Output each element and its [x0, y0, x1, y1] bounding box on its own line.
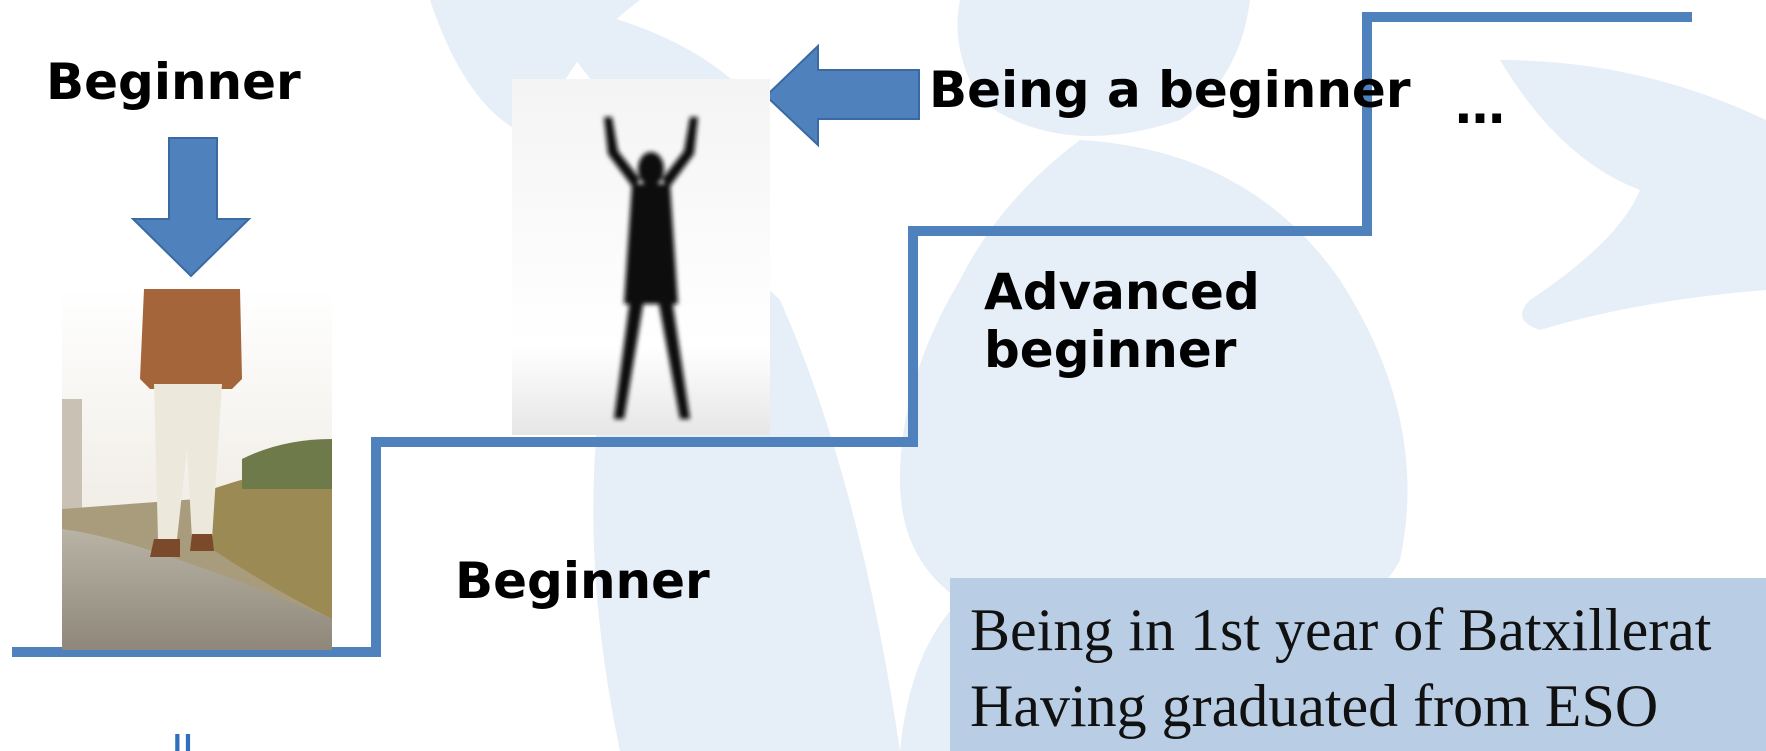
status-textbox: Being in 1st year of Batxillerat Having … [950, 578, 1766, 751]
cut-off-text: ll [172, 730, 200, 751]
advanced-line2: beginner [984, 320, 1237, 379]
top-left-beginner-label: Beginner [46, 53, 301, 111]
arrow-down-icon [130, 137, 252, 278]
arrow-left-icon [764, 43, 920, 148]
being-a-beginner-label: Being a beginner [929, 61, 1411, 119]
advanced-beginner-label: Advanced beginner [984, 263, 1260, 379]
ellipsis-label: … [1455, 77, 1505, 135]
advanced-line1: Advanced [984, 263, 1260, 321]
staircase-line [12, 12, 1692, 657]
walking-person-photo [62, 289, 332, 650]
bottom-step-beginner-label: Beginner [455, 552, 710, 610]
textbox-line2: Having graduated from ESO [970, 673, 1659, 739]
textbox-line1: Being in 1st year of Batxillerat [970, 597, 1712, 663]
celebrating-silhouette-photo [512, 79, 770, 435]
